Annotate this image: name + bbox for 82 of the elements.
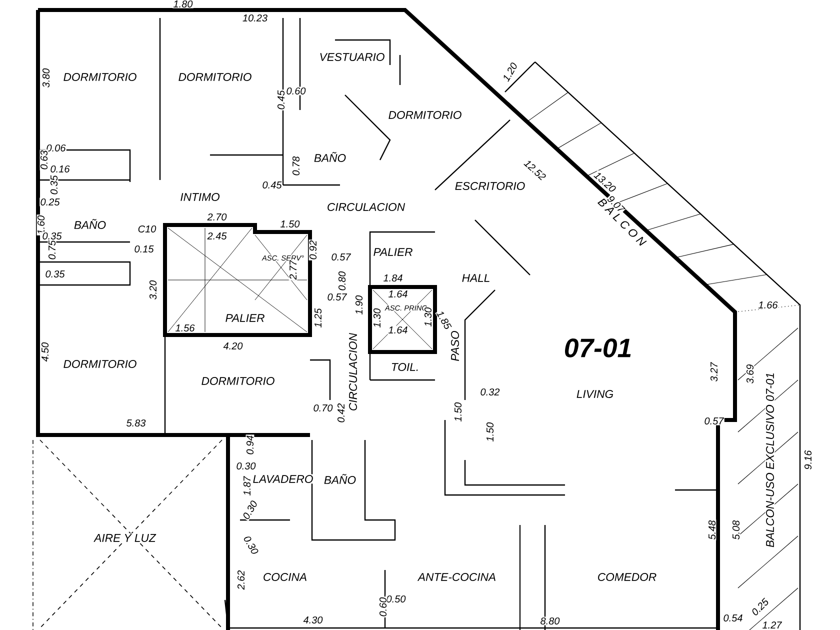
dimension-label: 1.87 [242, 476, 252, 496]
dimension-label: 2.77 [288, 260, 298, 280]
dimension-label: 3.20 [148, 280, 158, 300]
dimension-label: 0.57 [704, 416, 724, 426]
dimension-label: 0.57 [326, 292, 348, 302]
dimension-label: 10.23 [242, 14, 268, 22]
dimension-label: 2.70 [206, 212, 228, 222]
dimension-label: 0.50 [386, 594, 406, 604]
dimension-label: 0.75 [48, 240, 56, 260]
dimension-label: 1.64 [388, 326, 408, 334]
room-label: VESTUARIO [318, 52, 386, 62]
room-label: BAÑO [73, 218, 107, 230]
dimension-label: 2.45 [206, 232, 228, 240]
dimension-label: 0.94 [246, 434, 254, 456]
dimension-label: 0.78 [292, 156, 300, 176]
dimension-label: 8.80 [540, 616, 560, 626]
room-label: BALCON-USO EXCLUSIVO 07-01 [765, 372, 775, 548]
room-label: PASO [450, 330, 460, 362]
dimension-label: 3.69 [746, 364, 754, 384]
room-label: BAÑO [313, 151, 347, 163]
room-label: DORMITORIO [200, 376, 276, 386]
dimension-label: 0.35 [50, 174, 58, 196]
room-label: PALIER [224, 313, 266, 323]
dimension-label: 0.57 [330, 252, 352, 262]
dimension-label: 1.50 [454, 402, 462, 422]
dimension-label: 1.50 [280, 220, 300, 228]
dimension-label: 0.16 [50, 164, 70, 174]
dimension-label: 1.50 [486, 422, 494, 442]
dimension-label: 1.30 [372, 308, 382, 328]
dimension-label: 0.70 [312, 404, 334, 412]
room-label: TOIL. [390, 362, 420, 372]
dimension-label: 1.56 [174, 324, 196, 332]
dimension-label: 0.60 [286, 86, 306, 96]
dimension-label: 1.66 [758, 300, 778, 310]
room-label: ANTE-COCINA [417, 572, 497, 582]
room-label: ESCRITORIO [454, 181, 526, 191]
dimension-label: 0.30 [236, 462, 256, 470]
dimension-label: 1.64 [388, 290, 408, 298]
dimension-label: 3.27 [710, 362, 718, 382]
room-label: INTIMO [180, 192, 220, 202]
dimension-label: 0.35 [44, 270, 66, 278]
room-label: DORMITORIO [62, 359, 138, 369]
dimension-label: 0.54 [722, 614, 744, 622]
dimension-label: 3.80 [42, 68, 50, 88]
room-label: LIVING [576, 389, 614, 399]
dimension-label: 0.25 [40, 198, 60, 206]
dimension-label: 9.16 [804, 450, 812, 470]
dimension-label: 0.45 [276, 90, 286, 110]
dimension-label: 4.30 [302, 616, 324, 624]
room-label: BAÑO [323, 473, 357, 485]
dimension-label: C10 [137, 224, 157, 234]
dimension-label: 0.15 [134, 244, 154, 254]
room-label: HALL [461, 273, 491, 283]
dimension-label: 0.42 [336, 402, 346, 424]
dimension-label: 2.62 [236, 570, 246, 590]
unit-number: 07-01 [565, 338, 631, 358]
room-label: AIRE Y LUZ [93, 533, 157, 543]
room-label: CIRCULACION [326, 202, 406, 212]
room-label: DORMITORIO [62, 72, 138, 82]
room-label: PALIER [372, 247, 414, 257]
dimension-label: 4.20 [222, 342, 244, 350]
dimension-label: 5.48 [708, 520, 716, 540]
dimension-label: 4.50 [40, 342, 50, 362]
dimension-label: 5.83 [126, 418, 146, 428]
room-label: DORMITORIO [388, 110, 462, 120]
room-label: COCINA [262, 572, 308, 582]
dimension-label: 1.80 [172, 0, 194, 8]
dimension-label: 0.45 [262, 180, 282, 190]
room-label: COMEDOR [596, 572, 658, 582]
dimension-label: 0.35 [42, 232, 62, 240]
dimension-label: 1.25 [314, 308, 322, 328]
dimension-label: 5.08 [732, 520, 740, 540]
dimension-label: 0.32 [480, 388, 500, 396]
dimension-label: 0.06 [46, 144, 66, 152]
room-label: DORMITORIO [178, 72, 252, 82]
dimension-label: 1.84 [382, 274, 404, 282]
room-label: LAVADERO [252, 474, 314, 484]
dimension-label: 0.60 [378, 596, 388, 618]
dimension-label: 1.27 [762, 620, 782, 630]
dimension-label: 1.90 [354, 294, 364, 316]
dimension-label: 0.80 [338, 270, 346, 292]
room-label: CIRCULACION [348, 332, 358, 412]
